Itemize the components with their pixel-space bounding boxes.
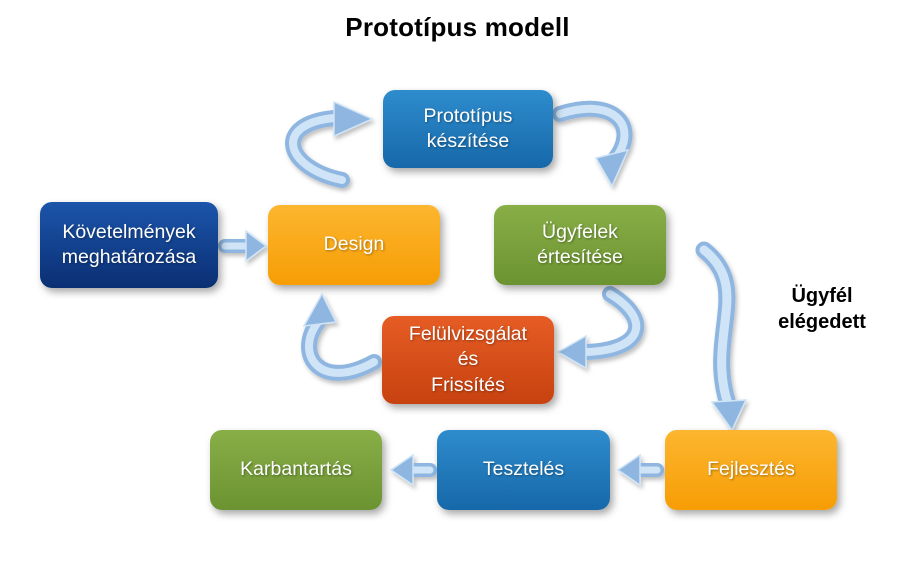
diagram-title: Prototípus modell — [345, 12, 570, 42]
node-development: Fejlesztés — [665, 430, 837, 510]
arrow-design-to-prototype — [285, 100, 374, 188]
node-notify-clients-label: Ügyfelek értesítése — [537, 220, 623, 268]
node-maintenance-label: Karbantartás — [240, 458, 352, 481]
arrow-development-to-testing — [616, 453, 664, 487]
arrow-review-to-design — [301, 292, 382, 381]
node-design-label: Design — [323, 233, 385, 256]
node-prototype-label: Prototípus készítése — [423, 104, 513, 152]
node-maintenance: Karbantartás — [210, 430, 382, 510]
node-prototype: Prototípus készítése — [383, 90, 553, 168]
node-testing: Tesztelés — [437, 430, 610, 510]
arrow-clients-to-development — [695, 241, 748, 432]
node-design: Design — [268, 205, 440, 285]
satisfied-label: Ügyfél elégedett — [778, 285, 866, 333]
arrow-testing-to-maintenance — [389, 453, 437, 487]
node-notify-clients: Ügyfelek értesítése — [494, 205, 666, 285]
arrow-clients-to-review — [556, 286, 645, 370]
node-review-update-label: Felülvizsgálat és Frissítés — [408, 322, 528, 396]
arrow-requirements-to-design — [218, 229, 268, 263]
node-requirements: Követelmények meghatározása — [40, 202, 218, 288]
node-review-update: Felülvizsgálat és Frissítés — [382, 316, 554, 404]
node-requirements-label: Követelmények meghatározása — [61, 220, 197, 268]
node-development-label: Fejlesztés — [707, 458, 795, 481]
node-testing-label: Tesztelés — [482, 458, 565, 481]
arrow-prototype-to-clients — [552, 100, 633, 188]
